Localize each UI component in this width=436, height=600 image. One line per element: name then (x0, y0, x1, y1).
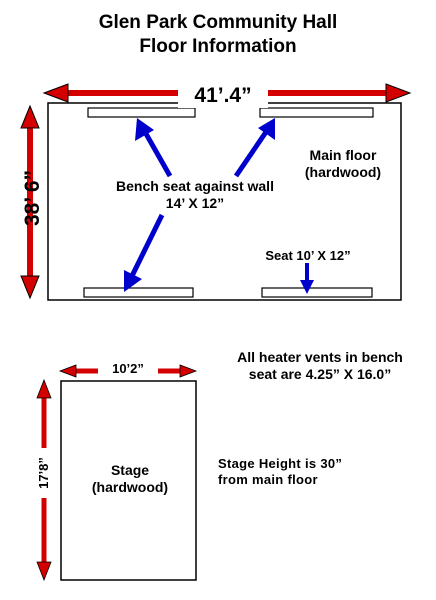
main-height-arrow (20, 104, 40, 300)
stage-label: Stage (hardwood) (80, 462, 180, 496)
seat-bottom-right (261, 287, 373, 298)
bench-label: Bench seat against wall 14’ X 12” (90, 178, 300, 212)
stage-width-label: 10’2” (98, 361, 158, 377)
stage-name: Stage (110, 462, 150, 478)
title-line-1: Glen Park Community Hall (98, 12, 338, 33)
main-height-label: 38’ 6” (21, 169, 44, 227)
main-floor-label: Main floor (hardwood) (288, 147, 398, 181)
stage-floor-type: (hardwood) (91, 478, 169, 495)
seat-label: Seat 10’ X 12” (265, 248, 351, 263)
vents-note-line-2: seat are 4.25” X 16.0” (248, 365, 392, 382)
title-line-2: Floor Information (139, 36, 297, 57)
stage-outline (60, 380, 197, 581)
pointer-arrow-top-left (135, 118, 173, 178)
main-floor-name: Main floor (309, 147, 377, 163)
main-floor-outline (47, 102, 402, 301)
stage-height-note: Stage Height is 30” from main floor (218, 456, 388, 487)
pointer-arrow-seat (300, 263, 314, 294)
main-width-label: 41’.4” (178, 83, 268, 109)
main-floor-type: (hardwood) (304, 163, 382, 180)
vents-note: All heater vents in bench seat are 4.25”… (215, 349, 425, 383)
bench-seat-top-right (259, 107, 374, 118)
bench-seat-top-left (87, 107, 196, 118)
pointer-arrow-top-right (233, 118, 275, 178)
stage-height-label: 17’8” (36, 448, 52, 498)
bench-label-line-2: 14’ X 12” (165, 194, 225, 211)
stage-height-note-line-2: from main floor (218, 471, 318, 487)
bench-seat-bottom-left (83, 287, 194, 298)
pointer-arrow-bottom-left (124, 213, 165, 292)
stage-height-note-line-1: Stage Height is 30” (218, 456, 343, 471)
vents-note-line-1: All heater vents in bench (237, 349, 403, 365)
bench-label-line-1: Bench seat against wall (116, 178, 274, 194)
